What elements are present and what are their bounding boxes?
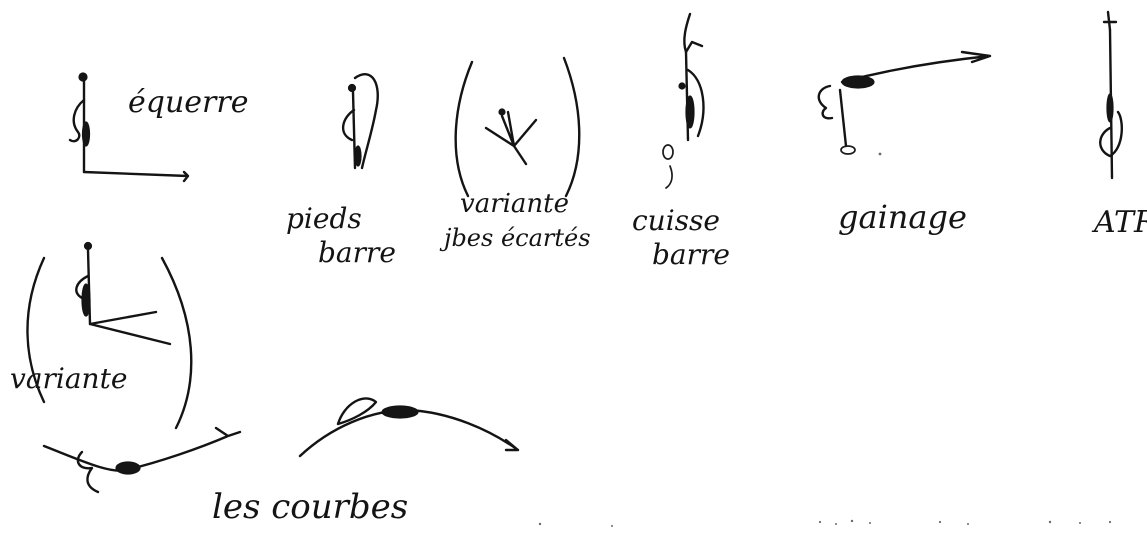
- gainage-hips: [842, 76, 874, 88]
- figure-gainage: gainage: [819, 52, 990, 236]
- figure-cuisse-barre: cuisse barre: [632, 14, 730, 271]
- label-pieds-line2: barre: [318, 236, 396, 269]
- pieds-hips: [355, 146, 361, 166]
- pieds-head: [349, 85, 356, 92]
- figure-variante-jambes: variante jbes écartés: [439, 58, 591, 252]
- label-variante-pieds-line2: jbes écartés: [439, 224, 591, 252]
- variante-hips: [82, 284, 90, 316]
- label-gainage: gainage: [838, 198, 967, 236]
- label-variante-pieds-line1: variante: [460, 189, 569, 219]
- figure-pieds-barre: pieds barre: [286, 74, 396, 269]
- variante-jambes-right-paren: [564, 58, 579, 196]
- cuisse-hips: [686, 96, 694, 128]
- cuisse-foot: [679, 83, 685, 89]
- label-cuisse-line2: barre: [652, 238, 730, 271]
- label-cuisse-line1: cuisse: [632, 204, 720, 237]
- label-variante: variante: [10, 362, 127, 395]
- variante-jambes-head: [499, 109, 505, 115]
- cuisse-head: [663, 145, 673, 159]
- label-pieds-line1: pieds: [286, 202, 362, 235]
- cuisse-body: [686, 52, 688, 140]
- label-atr: ATR: [1091, 205, 1147, 240]
- cuisse-neck: [666, 166, 672, 188]
- scan-noise: [539, 520, 1111, 527]
- equerre-legs: [84, 172, 188, 181]
- gainage-support: [840, 90, 846, 146]
- atr-feet: [1104, 12, 1116, 30]
- equerre-hips: [83, 122, 90, 146]
- figure-variante: variante: [10, 243, 191, 429]
- courbe-left-hips: [116, 462, 140, 474]
- courbe-left-arc: [44, 428, 240, 471]
- variante-jambes-body: [486, 112, 536, 164]
- gainage-dot: [879, 153, 882, 156]
- figure-equerre: équerre: [70, 73, 248, 181]
- variante-jambes-left-paren: [456, 62, 472, 196]
- label-courbes: les courbes: [212, 487, 408, 527]
- gainage-head: [841, 146, 855, 154]
- label-equerre: équerre: [128, 85, 248, 120]
- pieds-arm: [343, 110, 354, 140]
- variante-head: [85, 243, 92, 250]
- atr-hips: [1107, 94, 1113, 122]
- cuisse-bar-top: [684, 14, 702, 52]
- figure-courbes: les courbes: [44, 398, 518, 527]
- gainage-arm: [819, 86, 832, 118]
- equerre-head: [79, 73, 87, 81]
- courbe-right-hips: [382, 406, 418, 418]
- variante-legs: [90, 312, 170, 344]
- equerre-arm: [70, 100, 84, 141]
- courbe-left-arm: [78, 452, 98, 492]
- figure-atr: ATR: [1091, 12, 1147, 240]
